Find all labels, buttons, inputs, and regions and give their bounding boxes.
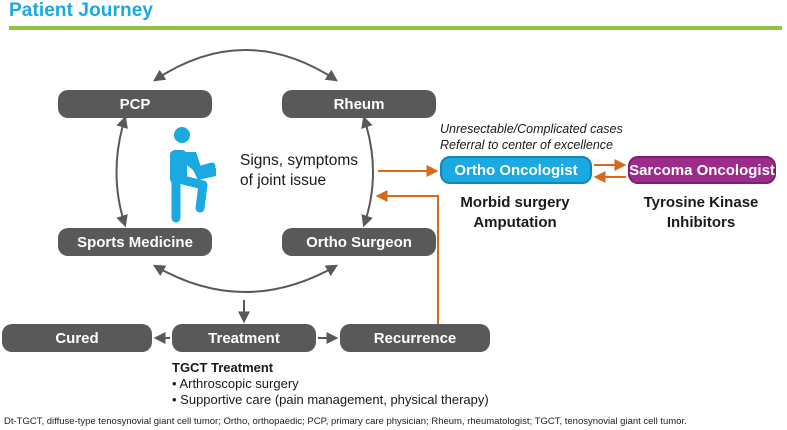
outcome-line-1: Morbid surgery — [460, 194, 570, 211]
footnote: Dt-TGCT, diffuse-type tenosynovial giant… — [4, 416, 687, 427]
arc-sports-ortho — [152, 264, 339, 293]
node-treatment: Treatment — [172, 324, 316, 352]
node-ortho-surgeon: Ortho Surgeon — [282, 228, 436, 256]
arc-rheum-ortho — [361, 115, 374, 228]
node-rheum: Rheum — [282, 90, 436, 118]
tgct-treatment-heading: TGCT Treatment — [172, 360, 274, 375]
referral-line-1: Unresectable/Complicated cases — [440, 122, 623, 136]
outcome-line-2: Amputation — [473, 214, 557, 231]
tki-line-2: Inhibitors — [666, 214, 736, 231]
title-divider — [9, 26, 782, 30]
signs-symptoms-text: Signs, symptoms of joint issue — [240, 151, 358, 191]
signs-line-1: Signs, symptoms — [240, 152, 359, 169]
node-sports-medicine: Sports Medicine — [58, 228, 212, 256]
sarcoma-oncologist-outcomes: Tyrosine Kinase Inhibitors — [626, 193, 776, 233]
node-cured: Cured — [2, 324, 152, 352]
person-walking-icon — [170, 127, 216, 223]
tgct-treatment-item: • Supportive care (pain management, phys… — [172, 392, 489, 407]
referral-note: Unresectable/Complicated cases Referral … — [440, 121, 623, 153]
node-pcp: PCP — [58, 90, 212, 118]
ortho-oncologist-outcomes: Morbid surgery Amputation — [440, 193, 590, 233]
page-title: Patient Journey — [9, 0, 154, 21]
referral-line-2: Referral to center of excellence — [440, 138, 614, 152]
tgct-treatment-item: • Arthroscopic surgery — [172, 376, 299, 391]
node-recurrence: Recurrence — [340, 324, 490, 352]
arc-pcp-sports — [115, 115, 128, 228]
tki-line-1: Tyrosine Kinase — [643, 194, 759, 211]
signs-line-2: of joint issue — [240, 172, 327, 189]
node-ortho-oncologist: Ortho Oncologist — [440, 156, 592, 184]
arc-pcp-rheum — [153, 49, 339, 82]
tgct-treatment-notes: TGCT Treatment • Arthroscopic surgery • … — [172, 360, 489, 408]
arrow-recurrence-loop — [375, 190, 439, 324]
node-sarcoma-oncologist: Sarcoma Oncologist — [628, 156, 776, 184]
